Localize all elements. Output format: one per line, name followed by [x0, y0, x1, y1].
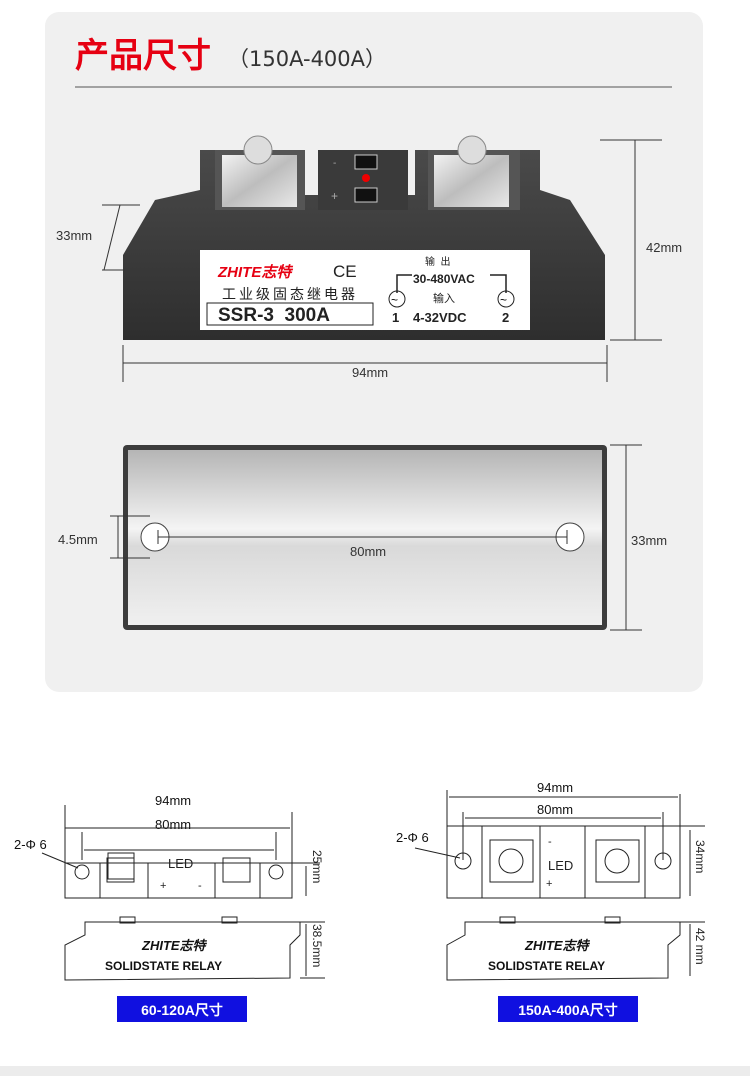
svg-text:38.5mm: 38.5mm [310, 924, 324, 967]
svg-text:~: ~ [500, 293, 507, 307]
svg-text:94mm: 94mm [155, 793, 191, 808]
caption-badge [498, 996, 638, 1022]
svg-text:LED: LED [548, 858, 573, 873]
svg-text:80mm: 80mm [155, 817, 191, 832]
relay-label [200, 250, 530, 330]
drawing-150A-400A [414, 790, 705, 981]
dim-width: 94mm [352, 365, 388, 380]
screw-icon [457, 135, 487, 165]
svg-text:-: - [548, 836, 552, 848]
svg-text:94mm: 94mm [537, 780, 573, 795]
led-indicator-icon [362, 174, 370, 182]
svg-text:25mm: 25mm [310, 850, 324, 883]
page-title: 产品尺寸 [75, 36, 211, 76]
svg-text:工业级固态继电器: 工业级固态继电器 [222, 286, 358, 302]
svg-text:输入: 输入 [433, 291, 455, 305]
svg-text:2: 2 [502, 310, 509, 325]
dim-hole: 4.5mm [58, 532, 98, 547]
dim-side-height: 33mm [56, 228, 92, 243]
brand-logo: ZHITE志特 [217, 264, 293, 281]
relay-front-view: - + ZHITE志特 CE 工业级固态继电器 SSR-3 300A 输 出 3… [123, 135, 605, 340]
brand-logo: ZHITE志特 [141, 938, 208, 953]
front-dimension-lines [102, 139, 662, 382]
hole-spec: 2-Φ 6 [396, 830, 429, 845]
dim-hole-spacing: 80mm [350, 544, 386, 559]
brand-logo: ZHITE志特 [524, 938, 591, 953]
svg-text:-: - [333, 158, 336, 169]
ce-mark: CE [333, 262, 357, 281]
caption-60-120A: 60-120A尺寸 [141, 1002, 223, 1018]
svg-text:+: + [160, 880, 166, 892]
dim-depth: 33mm [631, 533, 667, 548]
bottom-strip [0, 1066, 750, 1076]
bottom-dimension-lines [110, 444, 642, 631]
caption-badge [117, 996, 247, 1022]
svg-text:~: ~ [391, 293, 398, 307]
svg-text:30-480VAC: 30-480VAC [413, 272, 475, 286]
svg-text:80mm: 80mm [537, 802, 573, 817]
svg-text:34mm: 34mm [693, 840, 707, 873]
svg-text:输 出: 输 出 [425, 255, 451, 268]
screw-icon [243, 135, 273, 165]
relay-bottom-view [123, 445, 607, 630]
drawing-60-120A [41, 805, 325, 981]
svg-text:-: - [198, 880, 202, 892]
svg-text:LED: LED [168, 856, 193, 871]
dim-height: 42mm [646, 240, 682, 255]
svg-text:+: + [331, 189, 338, 203]
page-subtitle: （150A-400A） [228, 47, 386, 71]
hole-spec: 2-Φ 6 [14, 837, 47, 852]
svg-text:42 mm: 42 mm [693, 928, 707, 965]
svg-text:4-32VDC: 4-32VDC [413, 310, 467, 325]
caption-150A-400A: 150A-400A尺寸 [518, 1002, 618, 1018]
svg-text:SOLIDSTATE RELAY: SOLIDSTATE RELAY [488, 959, 605, 973]
svg-text:1: 1 [392, 310, 399, 325]
model-number: SSR-3 300A [218, 305, 330, 326]
svg-text:+: + [546, 878, 552, 890]
svg-text:SOLIDSTATE RELAY: SOLIDSTATE RELAY [105, 959, 222, 973]
